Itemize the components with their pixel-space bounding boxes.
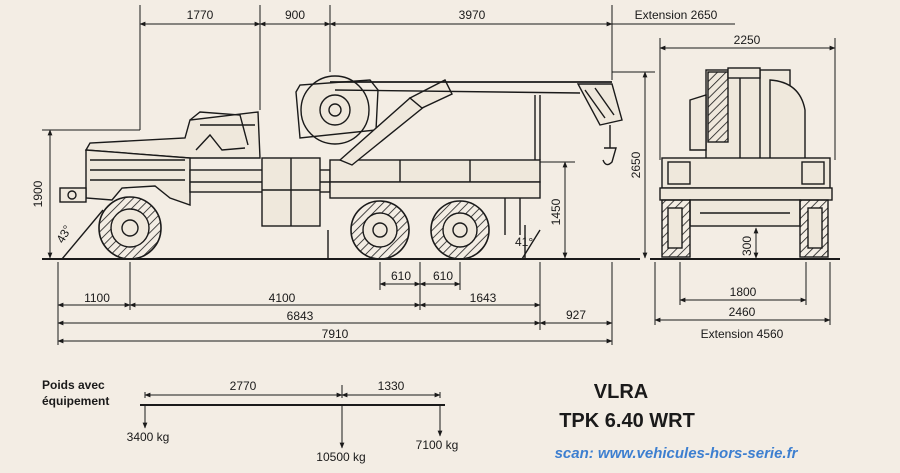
dim-7910: 7910 — [322, 327, 349, 341]
dim-1100: 1100 — [84, 291, 110, 305]
dim-2460: 2460 — [729, 305, 756, 319]
side-lower-dimensions — [57, 262, 613, 345]
title-line2: TPK 6.40 WRT — [559, 410, 695, 432]
weight-front: 3400 kg — [127, 430, 170, 444]
angle-rear: 41° — [515, 235, 533, 249]
weights-label-line2: équipement — [42, 394, 109, 408]
weights-label-line1: Poids avec — [42, 378, 105, 392]
dim-2650: 2650 — [629, 151, 643, 178]
dim-610-right: 610 — [433, 269, 453, 283]
weight-span-1330: 1330 — [378, 379, 405, 393]
dim-300: 300 — [740, 236, 754, 256]
side-top-dimensions — [139, 5, 735, 130]
dim-610-left: 610 — [391, 269, 411, 283]
dim-6843: 6843 — [287, 309, 314, 323]
dim-1800: 1800 — [730, 285, 757, 299]
dim-2250: 2250 — [734, 33, 761, 47]
credit-text: scan: www.vehicules-hors-serie.fr — [555, 445, 799, 462]
dim-1450: 1450 — [549, 198, 563, 225]
weight-rear: 7100 kg — [416, 438, 459, 452]
side-height-dimensions — [42, 71, 655, 259]
weights-diagram — [140, 385, 445, 449]
angle-front: 43° — [53, 223, 74, 246]
truck-side-view — [42, 75, 640, 260]
dim-top-extension: Extension 2650 — [635, 8, 718, 22]
dim-927: 927 — [566, 308, 586, 322]
weight-span-2770: 2770 — [230, 379, 257, 393]
dim-1900: 1900 — [31, 180, 45, 207]
front-view-dimensions — [654, 38, 836, 325]
truck-front-view — [650, 67, 840, 260]
weight-total: 10500 kg — [316, 450, 365, 464]
dim-3970: 3970 — [459, 8, 486, 22]
title-line1: VLRA — [594, 381, 648, 403]
dim-1643: 1643 — [470, 291, 497, 305]
dim-900: 900 — [285, 8, 305, 22]
dim-front-extension: Extension 4560 — [701, 327, 784, 341]
dim-1770: 1770 — [187, 8, 214, 22]
dim-4100: 4100 — [269, 291, 296, 305]
